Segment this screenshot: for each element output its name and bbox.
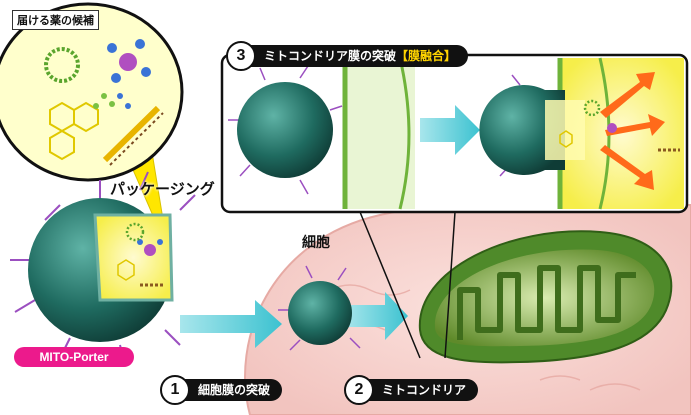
candidates-bubble (0, 2, 184, 182)
arrow-fusion-progress (420, 105, 480, 155)
step-3-number: 3 (226, 41, 256, 71)
panel-before-fusion (228, 57, 415, 210)
step-3-text: ミトコンドリア膜の突破 (264, 49, 397, 63)
mito-porter-badge: MITO-Porter (14, 347, 134, 367)
step-3-text-box: ミトコンドリア膜の突破【膜融合】 (246, 45, 469, 67)
small-carrier-in-cell (278, 265, 361, 351)
step-2-text: ミトコンドリア (364, 379, 479, 401)
mitochondrion (418, 230, 673, 364)
mito-porter-carrier (10, 171, 196, 366)
zoom-callout-lines (359, 211, 456, 359)
drug-candidates-icons (44, 39, 164, 166)
step-2-number: 2 (344, 375, 374, 405)
packaging-label: パッケージング (110, 180, 215, 198)
step-3-mito-membrane: 3 ミトコンドリア膜の突破【膜融合】 (226, 41, 469, 71)
step-2-mitochondria: 2 ミトコンドリア (344, 375, 479, 405)
step-3-highlight: 【膜融合】 (396, 49, 457, 63)
step-1-number: 1 (160, 375, 190, 405)
arrow-to-mitochondria (345, 292, 408, 340)
panel-after-fusion (479, 57, 684, 210)
step-1-text: 細胞膜の突破 (180, 379, 283, 401)
packed-drug-icons (117, 222, 165, 287)
cell-label: 細胞 (302, 235, 330, 251)
step-1-cell-membrane: 1 細胞膜の突破 (160, 375, 283, 405)
arrow-into-cell (180, 300, 282, 348)
drug-candidates-label: 届ける薬の候補 (12, 10, 99, 30)
